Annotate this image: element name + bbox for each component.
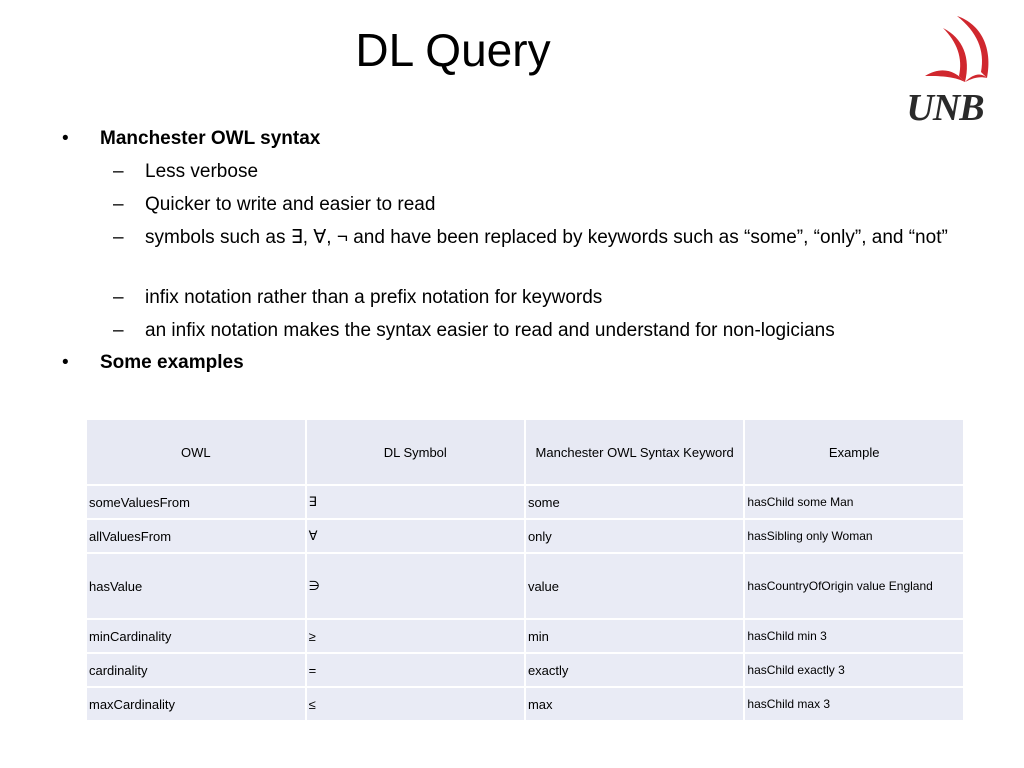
keyword-cell: only [523,518,746,554]
table-row: cardinality = exactly hasChild exactly 3 [85,652,965,688]
table-row: allValuesFrom ∀ only hasSibling only Wom… [85,518,965,554]
dash-marker: – [113,161,124,182]
table-row: minCardinality ≥ min hasChild min 3 [85,618,965,654]
dl-symbol-cell: ∃ [304,484,526,520]
sub-bullet-label: an infix notation makes the syntax easie… [145,320,835,341]
sub-bullet-item: – an infix notation makes the syntax eas… [113,318,975,344]
sub-bullet-item: – Quicker to write and easier to read [113,192,975,218]
owl-cell: allValuesFrom [85,518,307,554]
owl-cell: hasValue [85,552,307,620]
table-row: maxCardinality ≤ max hasChild max 3 [85,686,965,722]
slide-title: DL Query [355,24,551,76]
dash-marker: – [113,194,124,215]
sub-bullet-label: Quicker to write and easier to read [145,194,436,215]
bullet-label: Some examples [100,352,244,373]
sub-bullet-label: infix notation rather than a prefix nota… [145,287,603,308]
keyword-cell: exactly [523,652,746,688]
column-header: Manchester OWL Syntax Keyword [523,418,746,486]
table-row: someValuesFrom ∃ some hasChild some Man [85,484,965,520]
logo-text: UNB [906,87,984,129]
bullet-item: • Some examples [62,350,244,376]
bullet-item: • Manchester OWL syntax [62,126,321,152]
keyword-cell: some [523,484,746,520]
sub-bullet-label: Less verbose [145,161,259,182]
dl-symbol-cell: ∋ [304,552,526,620]
sub-bullet-item: – symbols such as ∃, ∀, ¬ and have been … [113,225,975,251]
column-header: Example [743,418,965,486]
sub-bullet-label: symbols such as ∃, ∀, ¬ and have been re… [145,227,948,248]
dl-symbol-cell: = [304,652,526,688]
owl-cell: maxCardinality [85,686,307,722]
owl-cell: minCardinality [85,618,307,654]
example-cell: hasCountryOfOrigin value England [743,552,965,620]
table-row: hasValue ∋ value hasCountryOfOrigin valu… [85,552,965,620]
owl-cell: cardinality [85,652,307,688]
dash-marker: – [113,320,124,341]
keyword-cell: max [523,686,746,722]
owl-cell: someValuesFrom [85,484,307,520]
dash-marker: – [113,287,124,308]
owl-syntax-table: OWL DL Symbol Manchester OWL Syntax Keyw… [85,418,965,722]
sub-bullet-item: – Less verbose [113,159,975,185]
sub-bullet-item: – infix notation rather than a prefix no… [113,285,975,311]
dl-symbol-cell: ≤ [304,686,526,722]
example-cell: hasChild min 3 [743,618,965,654]
keyword-cell: value [523,552,746,620]
unb-logo: UNB [895,14,1005,129]
keyword-cell: min [523,618,746,654]
bullet-label: Manchester OWL syntax [100,128,321,149]
sail-icon [925,16,989,82]
bullet-marker: • [62,352,69,373]
bullet-marker: • [62,128,69,149]
column-header: DL Symbol [304,418,526,486]
dash-marker: – [113,227,124,248]
column-header: OWL [85,418,307,486]
example-cell: hasChild max 3 [743,686,965,722]
example-cell: hasChild some Man [743,484,965,520]
dl-symbol-cell: ∀ [304,518,526,554]
example-cell: hasChild exactly 3 [743,652,965,688]
table-header-row: OWL DL Symbol Manchester OWL Syntax Keyw… [85,418,965,486]
example-cell: hasSibling only Woman [743,518,965,554]
dl-symbol-cell: ≥ [304,618,526,654]
